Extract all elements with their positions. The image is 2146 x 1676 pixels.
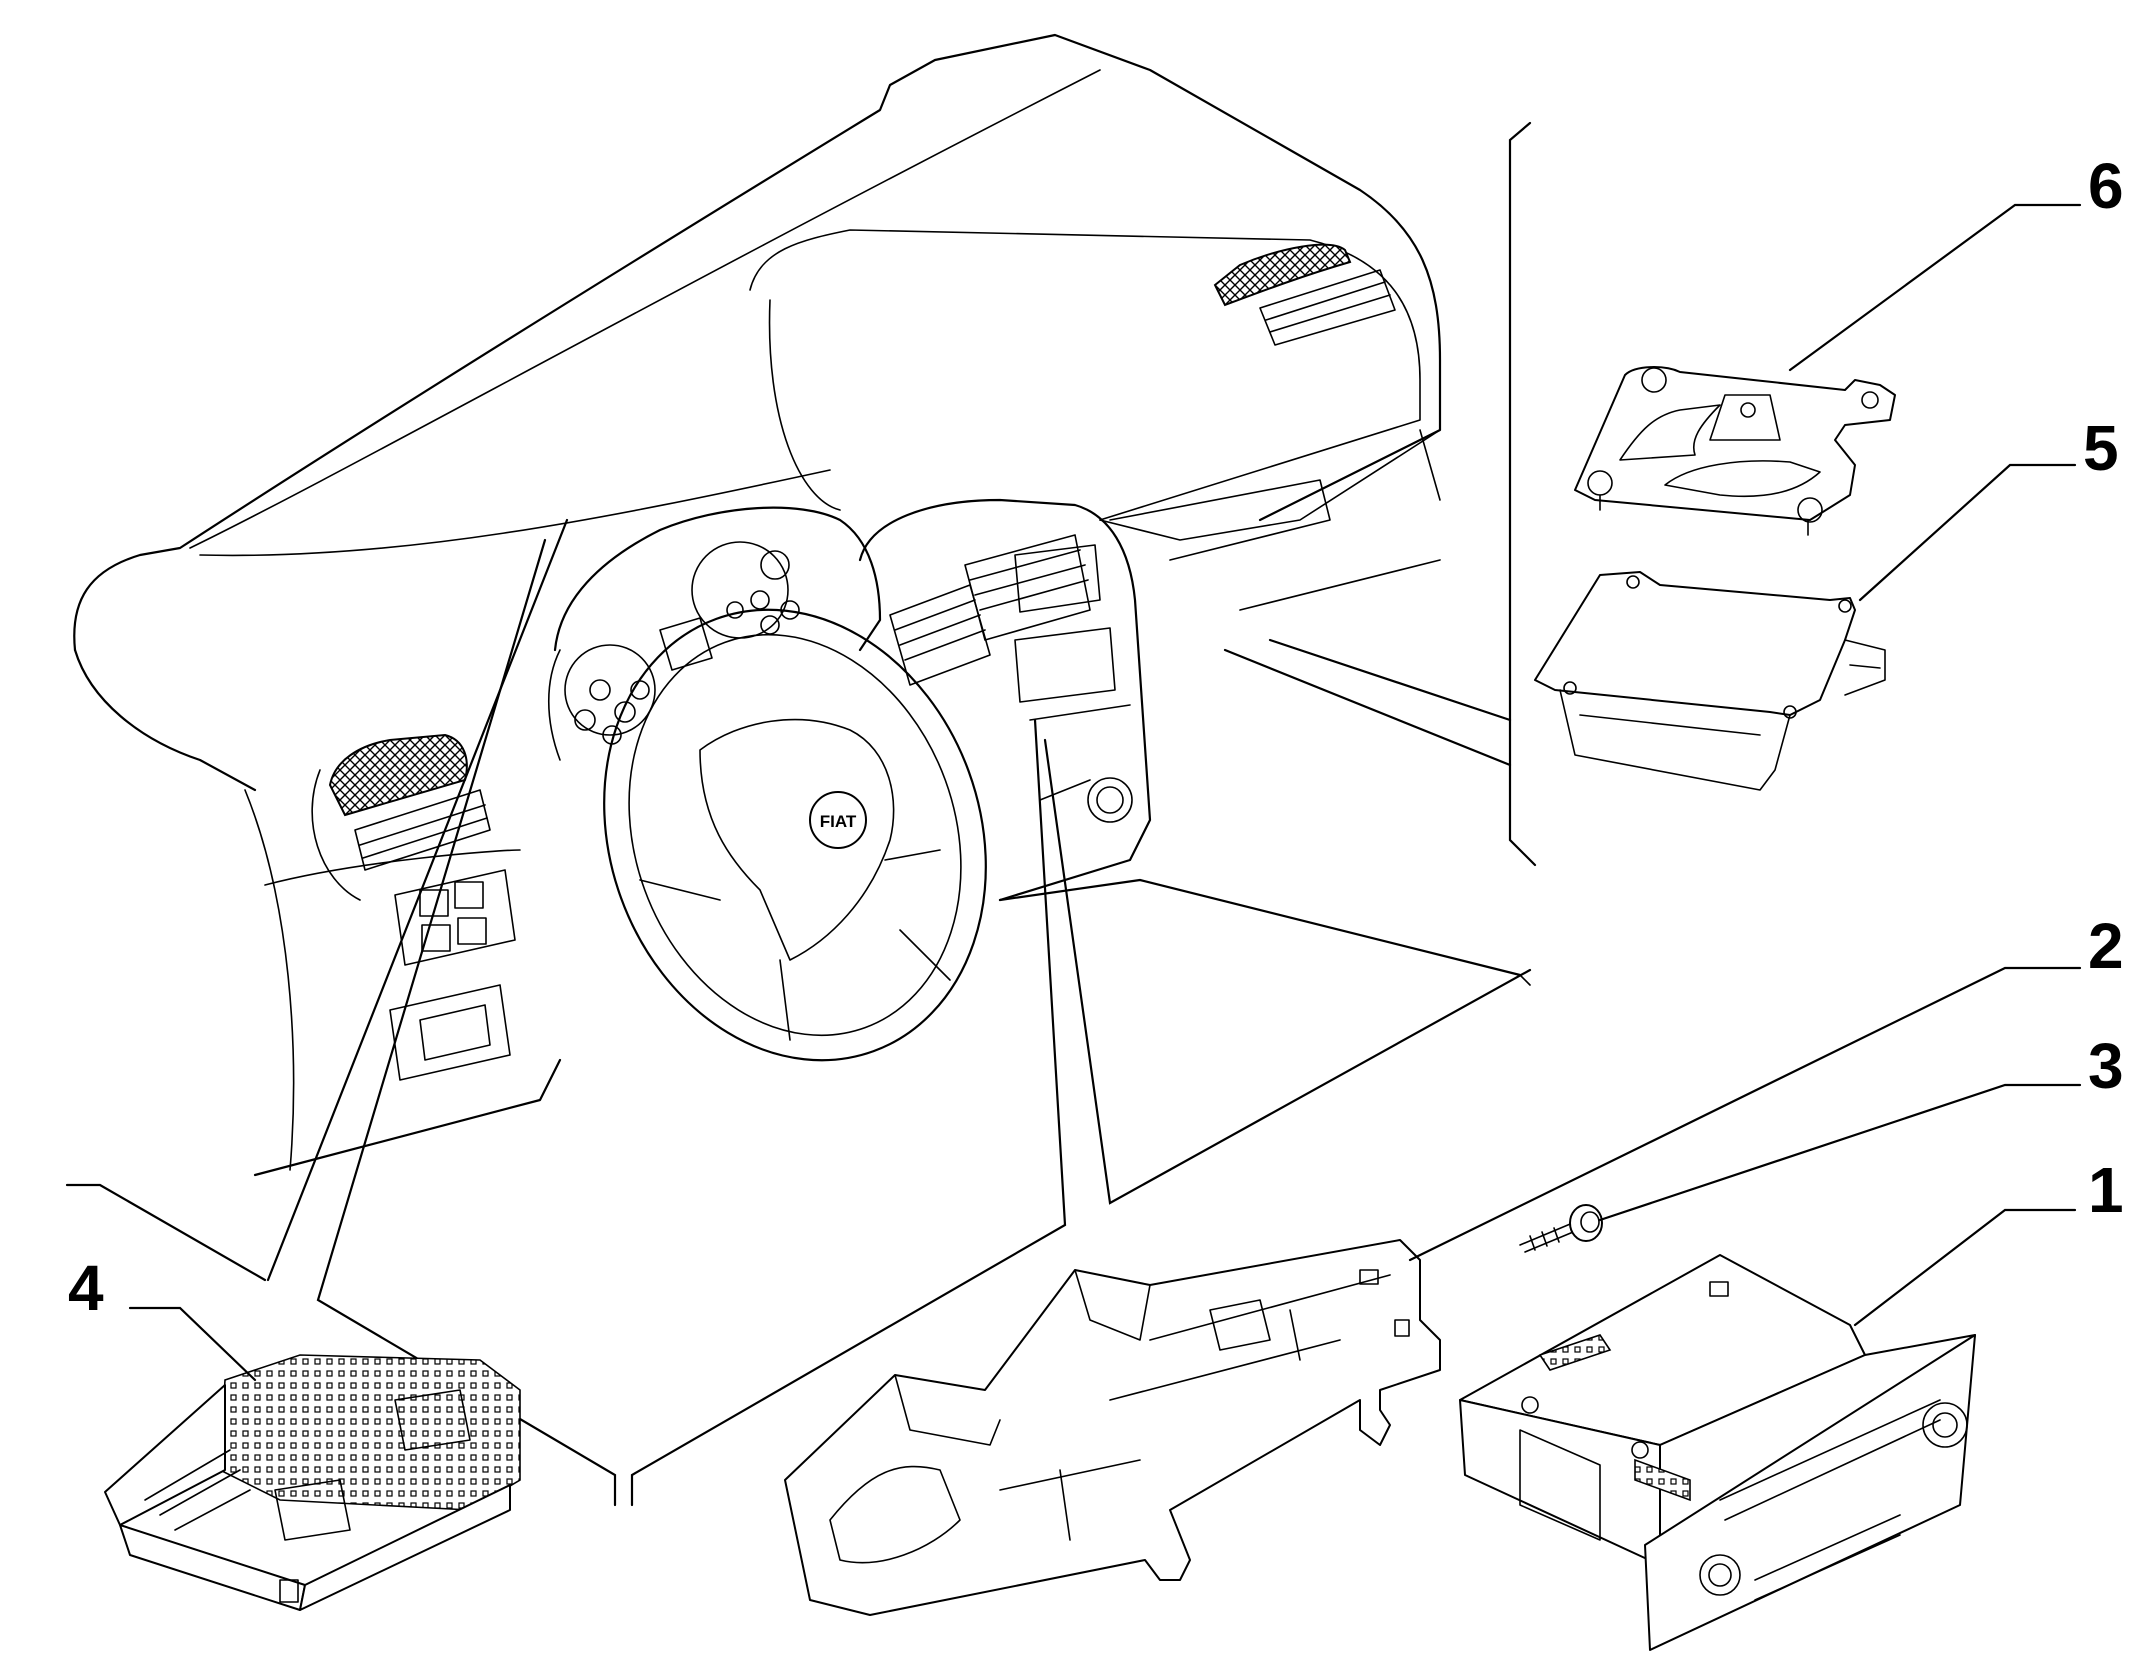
vent-slats-right [1259,269,1396,346]
part-3-screw [1519,1204,1603,1253]
callout-2: 2 [2088,910,2124,982]
part-6-bracket-plate [1574,366,1896,536]
callout-5: 5 [2083,412,2119,484]
dashboard-illustration: FIAT [73,33,1531,1177]
steering-logo: FIAT [820,812,857,831]
part-4-electronic-module [104,1354,521,1611]
vent-slats-center [889,534,1091,686]
callout-6: 6 [2088,150,2124,222]
part-1-radio-unit [1459,1254,1976,1651]
instrument-cluster [548,506,882,761]
switch-panel-left [394,869,516,966]
callout-4: 4 [68,1252,104,1324]
callout-3: 3 [2088,1030,2124,1102]
callout-1: 1 [2088,1154,2124,1226]
part-5-control-unit [1534,571,1886,791]
callout-leaders [128,203,2082,1382]
part-2-mounting-frame [784,1239,1441,1616]
steering-wheel: FIAT [603,608,987,1062]
